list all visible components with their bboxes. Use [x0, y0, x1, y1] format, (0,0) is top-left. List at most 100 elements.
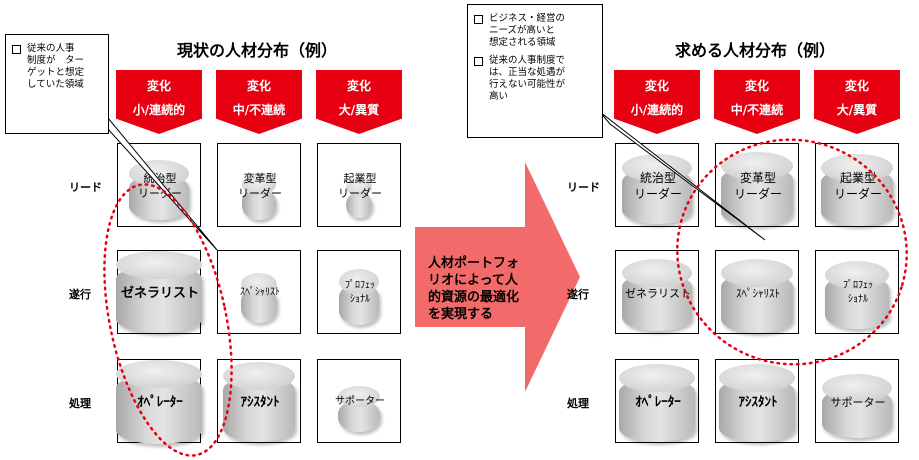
header-bottom: 大/異質 [338, 103, 380, 117]
cylinder-shape [822, 374, 892, 438]
checkbox-icon [12, 45, 21, 54]
cylinder-top [721, 259, 793, 287]
right-cell: ｱｼｽﾀﾝﾄ [715, 359, 799, 443]
left-note-item: 従来の人事 制度が ター ゲットと想定 していた領域 [12, 43, 102, 91]
role-label: ｽﾍﾟｼｬﾘｽﾄ [240, 287, 280, 298]
right-cell: サポーター [815, 359, 899, 443]
role-label: ゼネラリスト [625, 286, 691, 300]
cylinder-top [116, 251, 202, 279]
right-note-text: ビジネス・経営の ニーズが高いと 想定される領域 [489, 13, 566, 48]
role-label: 変革型 リーダー [238, 172, 282, 200]
right-note-text: 従来の人事制度で は、正当な処遇が 行えない可能性が 高い [489, 55, 566, 102]
cylinder-shape [338, 386, 380, 432]
cylinder-shape [721, 259, 793, 333]
cylinder-top [242, 174, 276, 195]
right-note-item: 従来の人事制度で は、正当な処遇が 行えない可能性が 高い [474, 55, 596, 103]
left-column-header: 変化中/不連続 [216, 70, 302, 134]
cylinder-top [719, 364, 795, 392]
left-dotted-ellipse [103, 183, 233, 457]
arrow-text: 人材ポートフォリオによって人的資源の最適化を実現する [428, 256, 520, 322]
left-cell: ｵﾍﾟﾚｰﾀｰ [116, 359, 202, 444]
right-dotted-ellipse [676, 138, 908, 366]
role-label: 統治型 リーダー [633, 171, 682, 201]
cylinder-shape [821, 154, 893, 226]
left-cell: 変革型 リーダー [217, 143, 301, 227]
header-bottom: 中/不連続 [730, 103, 784, 117]
cylinder-top [338, 386, 380, 407]
header-top: 変化 [844, 79, 869, 93]
cylinder-top [339, 269, 379, 295]
cylinder-shape [116, 360, 202, 444]
header-top: 変化 [146, 79, 171, 93]
role-label: 起業型 リーダー [338, 172, 382, 200]
header-top: 変化 [346, 79, 371, 93]
left-cell: ﾌﾟﾛﾌｪｯ ｼｮﾅﾙ [317, 250, 401, 334]
right-note-item: ビジネス・経営の ニーズが高いと 想定される領域 [474, 13, 596, 49]
right-column-header: 変化大/異質 [814, 70, 900, 134]
transition-arrow [415, 162, 580, 392]
role-label: ﾌﾟﾛﾌｪｯ ｼｮﾅﾙ [843, 280, 873, 305]
header-top: 変化 [246, 79, 271, 93]
right-title: 求める人材分布（例） [675, 41, 836, 60]
left-row-label: 処理 [69, 397, 91, 410]
left-cell: ｽﾍﾟｼｬﾘｽﾄ [217, 250, 301, 334]
right-cell: ｽﾍﾟｼｬﾘｽﾄ [715, 250, 799, 334]
right-column-header: 変化小/連続的 [614, 70, 700, 134]
role-label: ｱｼｽﾀﾝﾄ [240, 394, 280, 410]
right-callout-pointer [599, 111, 766, 241]
right-cell: ｵﾍﾟﾚｰﾀｰ [615, 359, 699, 443]
right-cell: 起業型 リーダー [815, 143, 899, 227]
header-top: 変化 [644, 79, 669, 93]
cylinder-top [721, 152, 793, 180]
right-cell: ﾌﾟﾛﾌｪｯ ｼｮﾅﾙ [815, 250, 899, 334]
cylinder-top [619, 364, 695, 392]
left-column-header: 変化小/連続的 [116, 70, 202, 134]
cylinder-top [822, 374, 892, 402]
right-column-header: 変化中/不連続 [714, 70, 800, 134]
role-label: ｽﾍﾟｼｬﾘｽﾄ [736, 286, 780, 300]
cylinder-shape [619, 364, 695, 442]
right-row-label: 遂行 [567, 288, 589, 301]
cylinder-shape [825, 261, 889, 329]
left-callout-pointer [96, 117, 218, 251]
cylinder-top [821, 154, 893, 182]
cylinder-top [241, 273, 277, 296]
checkbox-icon [474, 15, 483, 24]
cylinder-shape [242, 174, 276, 220]
left-note: 従来の人事 制度が ター ゲットと想定 していた領域 [5, 34, 109, 134]
role-label: サポーター [830, 395, 886, 409]
cylinder-top [116, 360, 202, 388]
header-bottom: 小/連続的 [132, 103, 186, 117]
cylinder-top [346, 178, 372, 196]
cylinder-shape [241, 273, 277, 323]
header-bottom: 大/異質 [836, 103, 878, 117]
left-column-header: 変化大/異質 [316, 70, 402, 134]
role-label: ｱｼｽﾀﾝﾄ [738, 394, 778, 410]
left-row-label: リード [69, 181, 102, 194]
cylinder-shape [719, 364, 795, 442]
left-title: 現状の人材分布（例） [177, 41, 338, 60]
header-top: 変化 [744, 79, 769, 93]
cylinder-shape [721, 152, 793, 226]
left-row-label: 遂行 [69, 288, 91, 301]
checkbox-icon [474, 57, 483, 66]
role-label: ｵﾍﾟﾚｰﾀｰ [137, 394, 183, 410]
left-cell: ｱｼｽﾀﾝﾄ [217, 359, 301, 443]
role-label: ﾌﾟﾛﾌｪｯ ｼｮﾅﾙ [345, 280, 375, 305]
header-bottom: 小/連続的 [630, 103, 684, 117]
cylinder-shape [346, 178, 372, 218]
left-cell: サポーター [317, 359, 401, 443]
cylinder-top [223, 362, 295, 390]
cylinder-shape [339, 269, 379, 325]
cylinder-shape [223, 362, 295, 442]
right-row-label: リード [567, 181, 600, 194]
header-bottom: 中/不連続 [232, 103, 286, 117]
cylinder-shape [116, 251, 202, 333]
role-label: サポーター [335, 396, 385, 407]
left-note-text: 従来の人事 制度が ター ゲットと想定 していた領域 [27, 43, 85, 90]
left-cell: ゼネラリスト [116, 250, 202, 334]
role-label: 起業型 リーダー [833, 171, 882, 201]
left-cell: 起業型 リーダー [317, 143, 401, 227]
cylinder-body [346, 192, 372, 218]
